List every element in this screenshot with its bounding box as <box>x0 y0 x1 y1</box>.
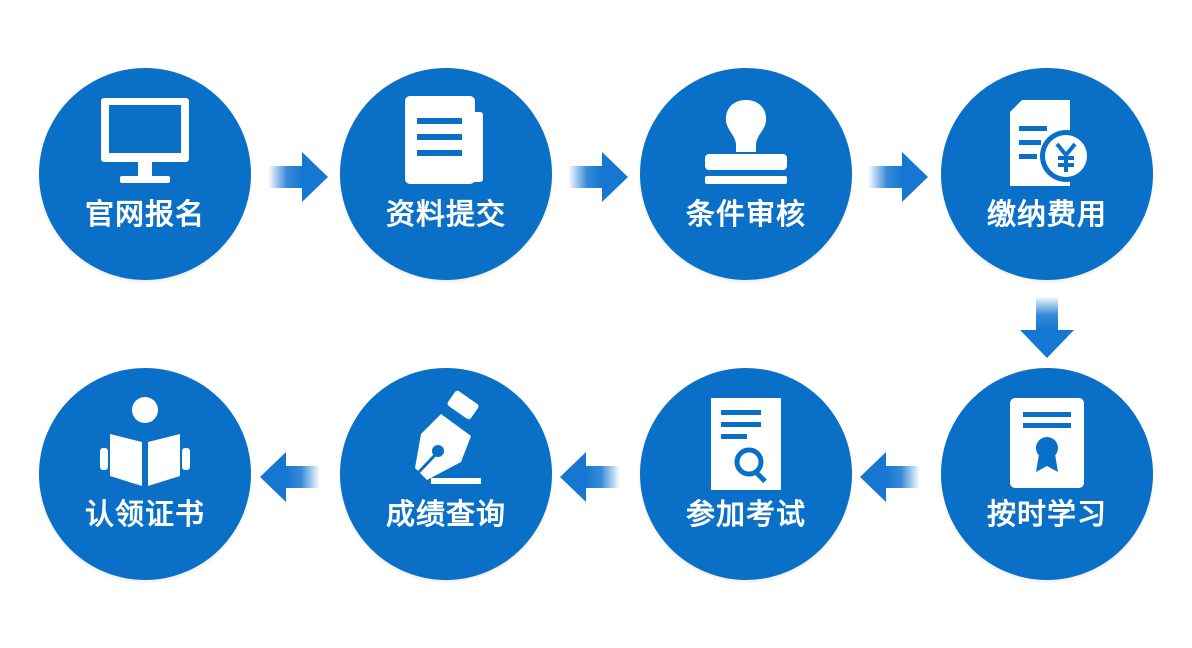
document-icon <box>391 90 501 200</box>
step-label: 成绩查询 <box>385 497 506 531</box>
arrow-right-icon <box>568 150 630 204</box>
monitor-icon <box>90 90 200 200</box>
arrow-left-icon <box>558 450 620 504</box>
reading-person-icon <box>90 390 200 500</box>
certificate-icon <box>992 390 1102 500</box>
step-claim-certificate: 认领证书 <box>39 368 251 580</box>
step-label: 认领证书 <box>84 497 205 531</box>
step-label: 资料提交 <box>385 197 506 231</box>
arrow-right-icon <box>268 150 330 204</box>
step-qualification-review: 条件审核 <box>640 68 852 280</box>
step-label: 条件审核 <box>685 197 806 231</box>
step-label: 官网报名 <box>84 197 205 231</box>
step-document-submission: 资料提交 <box>340 68 552 280</box>
pen-nib-icon <box>391 390 501 500</box>
step-take-exam: 参加考试 <box>640 368 852 580</box>
arrow-left-icon <box>258 450 320 504</box>
step-label: 参加考试 <box>685 497 806 531</box>
arrow-left-icon <box>858 450 920 504</box>
step-scheduled-study: 按时学习 <box>941 368 1153 580</box>
arrow-right-icon <box>868 150 930 204</box>
stamp-icon <box>691 90 801 200</box>
arrow-down-icon <box>1017 296 1077 360</box>
step-score-inquiry: 成绩查询 <box>340 368 552 580</box>
step-online-registration: 官网报名 <box>39 68 251 280</box>
step-label: 按时学习 <box>986 497 1107 531</box>
step-label: 缴纳费用 <box>986 197 1107 231</box>
step-fee-payment: 缴纳费用 <box>941 68 1153 280</box>
payment-icon <box>992 90 1102 200</box>
exam-search-icon <box>691 390 801 500</box>
